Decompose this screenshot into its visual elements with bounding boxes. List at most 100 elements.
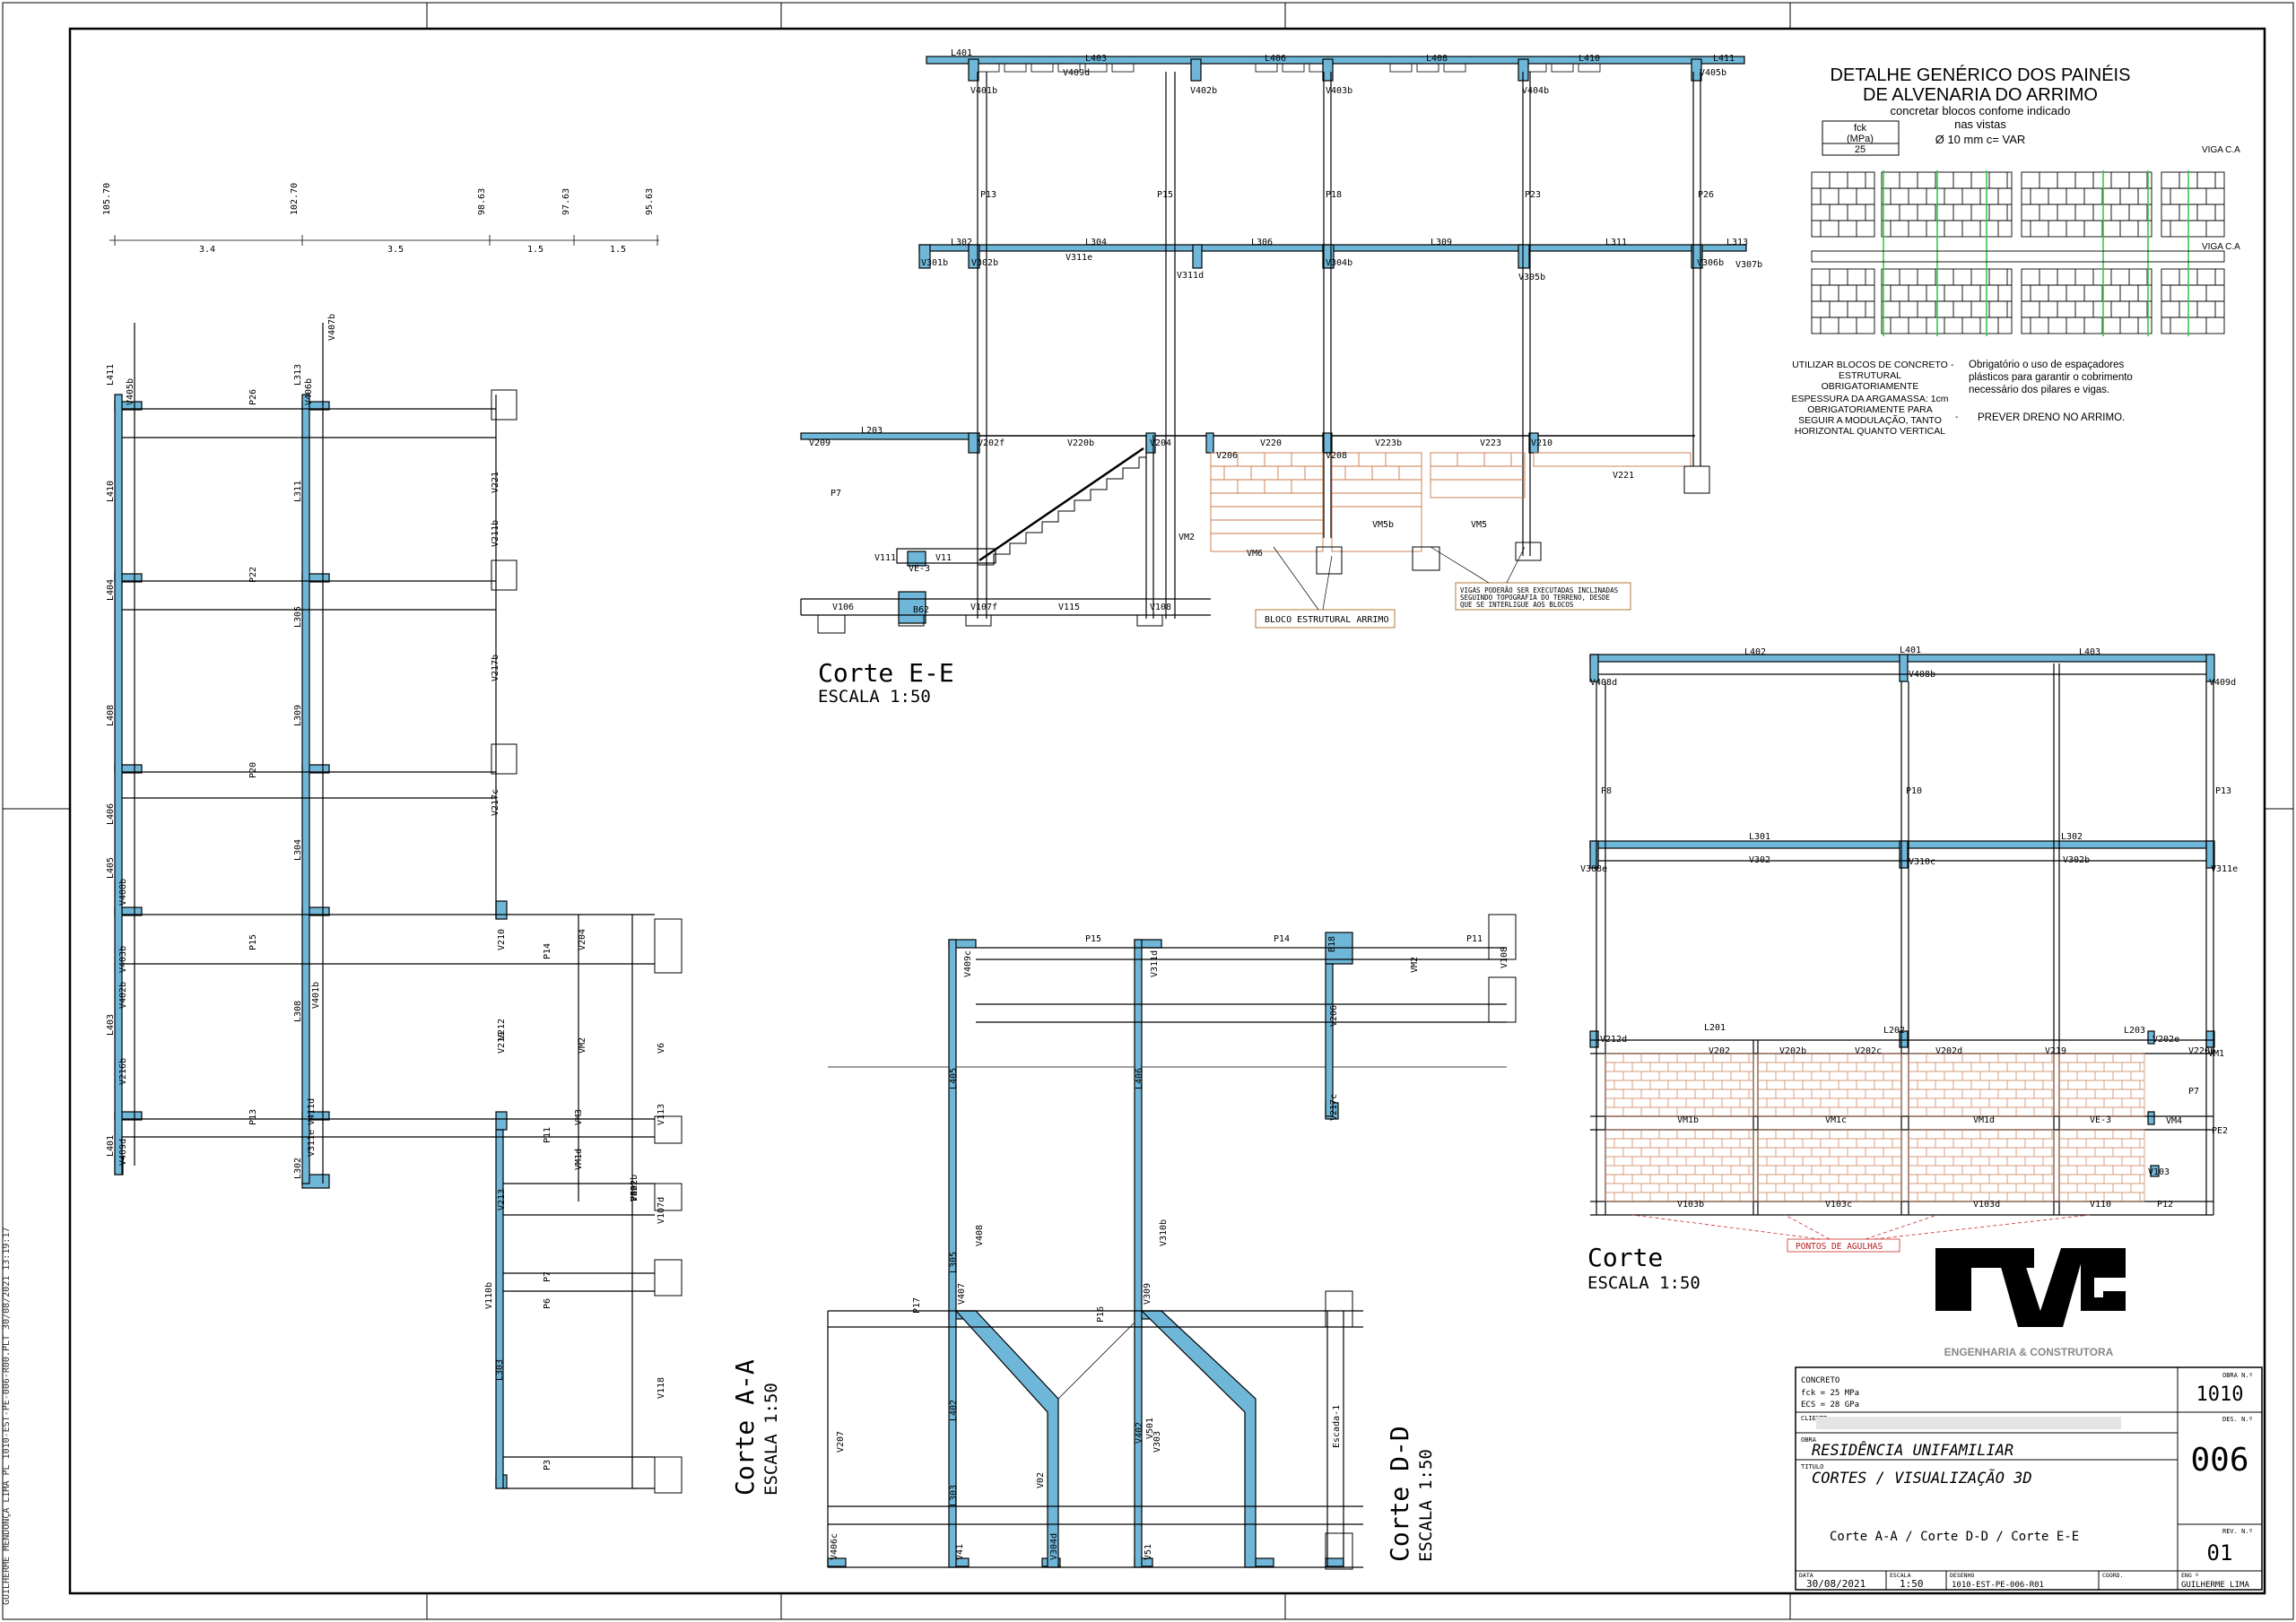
member-label: V118 [657,1377,666,1399]
member-label: V306b [1697,258,1724,268]
member-label: L408 [1426,54,1448,64]
member-label: V302b [2063,855,2090,865]
tb-desenho-value: 1010-EST-PE-006-R01 [1952,1581,2044,1590]
member-label: V108 [1150,603,1171,612]
dim-aa-3: 1.5 [527,245,544,255]
member-label: V401b [970,86,997,96]
member-label: L401 [1900,646,1921,655]
member-label: V106 [832,603,854,612]
member-label: P16 [1096,1306,1106,1323]
member-label: V403b [118,946,128,973]
corte-aa-title: Corte A-A [730,1359,760,1496]
member-label: V217c [1329,1094,1339,1121]
member-label: L301 [1749,832,1770,842]
corte-aa-scale: ESCALA 1:50 [761,1383,781,1496]
member-label: V202c [1855,1046,1882,1056]
member-label: V403b [1326,86,1352,96]
member-label: V409d [1063,68,1090,78]
tb-des-label: DES. N.º [2222,1416,2253,1423]
client-redacted [1816,1417,2121,1429]
member-label: L303 [495,1359,505,1381]
member-label: L203 [861,426,883,436]
member-label: V305b [1518,273,1545,282]
member-label: V409c [963,950,973,977]
member-label: L410 [106,481,116,502]
tb-data-label: DATA [1799,1572,1813,1579]
member-label: V206 [1329,1005,1339,1027]
detail-fck-label: fck [1854,123,1867,134]
brick-wall-ee [1210,452,1692,552]
member-label: V220 [1260,438,1282,448]
member-label: V308e [1580,864,1607,874]
member-label: V407b [327,314,337,341]
level-5: 95.63 [645,188,655,215]
member-label: V406b [304,378,314,405]
member-label: P7 [831,489,841,499]
detail-fck-value: 25 [1855,144,1866,155]
member-label: V202f [978,438,1004,448]
member-label: V212d [1600,1035,1627,1045]
member-label: P14 [1274,934,1290,944]
member-label: V404b [1522,86,1549,96]
member-label: PE2 [630,1185,639,1201]
member-label: V311e [1065,253,1092,263]
member-label: Escada-1 [1332,1405,1342,1448]
member-label: L203 [2124,1026,2145,1036]
member-label: V303 [1152,1431,1162,1453]
member-label: L304 [1085,238,1107,247]
member-label: V51 [1144,1544,1153,1560]
callout-vigas-2: SEGUINDO TOPOGRAFIA DO TERRENO, DESDE [1460,594,1611,602]
member-label: P15 [1157,190,1173,200]
member-label: V107d [657,1197,666,1224]
member-label: B18 [1327,936,1337,952]
tb-ecs: ECS = 28 GPa [1801,1401,1859,1409]
member-label: V111 [874,553,896,563]
member-label: V311e [307,1130,317,1157]
tb-rev-value: 01 [2207,1540,2233,1566]
logo-text: ENGENHARIA & CONSTRUTORA [1944,1346,2114,1358]
member-label: P26 [1698,190,1714,200]
member-label: V202d [1935,1046,1962,1056]
member-label: V405b [126,378,135,405]
member-label: P13 [980,190,996,200]
member-label: VE-3 [2090,1115,2111,1125]
member-label: V216b [118,1058,128,1085]
member-label: V204 [1150,438,1171,448]
member-label: V401b [311,982,321,1009]
tb-concreto-label: CONCRETO [1801,1376,1839,1385]
member-label: L308 [293,1001,303,1022]
member-label: PE2 [2212,1126,2228,1136]
detail-note-1: concretar blocos confome indicado [1891,104,2071,117]
tb-escala-label: ESCALA [1890,1572,1911,1579]
tb-obra-title: RESIDÊNCIA UNIFAMILIAR [1812,1440,2013,1460]
member-label: L408 [106,705,116,726]
level-1: 105.70 [102,183,112,215]
member-label: VM1b [1677,1115,1699,1125]
corte-ee-drawing [800,56,1747,634]
member-label: VM1d [1973,1115,1995,1125]
member-label: P11 [1466,934,1483,944]
member-label: P15 [248,934,258,950]
corte-dd-title: Corte D-D [1385,1426,1414,1562]
member-label: VM6 [1247,549,1263,559]
tb-subtitle: Corte A-A / Corte D-D / Corte E-E [1830,1530,2079,1544]
member-label: P8 [1601,786,1612,796]
member-label: V409d [118,1139,128,1166]
corte-aa-labels: L411L410L404L408L403L406L405L401L313L311… [106,314,666,1470]
member-label: L406 [1135,1068,1144,1089]
member-label: VM5b [1372,520,1394,530]
member-label: V210 [1531,438,1552,448]
member-label: VM1c [1825,1115,1847,1125]
member-label: V223 [1480,438,1501,448]
member-label: L406 [1265,54,1286,64]
member-label: P12 [2157,1200,2173,1210]
tb-data-value: 30/08/2021 [1806,1578,1866,1590]
tb-titulo: CORTES / VISUALIZAÇÃO 3D [1812,1468,2032,1488]
company-logo: ENGENHARIA & CONSTRUTORA [1935,1248,2126,1358]
detail-bar-spec: Ø 10 mm c= VAR [1935,133,2026,146]
member-label: V11 [935,553,952,563]
